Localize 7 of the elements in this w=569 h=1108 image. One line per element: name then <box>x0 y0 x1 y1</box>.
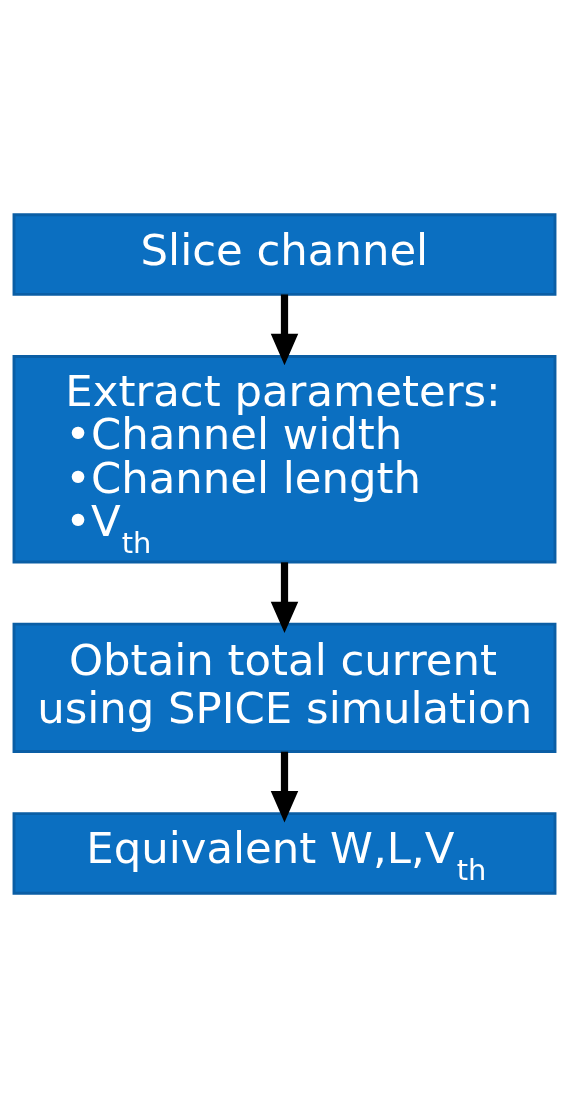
node-box: Obtain total current using SPICE simulation <box>12 622 557 753</box>
node-box: Equivalent W,L,V$_{th}$ <box>12 812 557 895</box>
arrow <box>270 751 299 823</box>
node-box: Slice channel <box>12 213 557 296</box>
arrow <box>270 562 299 634</box>
arrow <box>270 294 299 366</box>
node-box: Extract parameters: •Channel width •Channel length •V$_{th}$ <box>12 355 557 564</box>
